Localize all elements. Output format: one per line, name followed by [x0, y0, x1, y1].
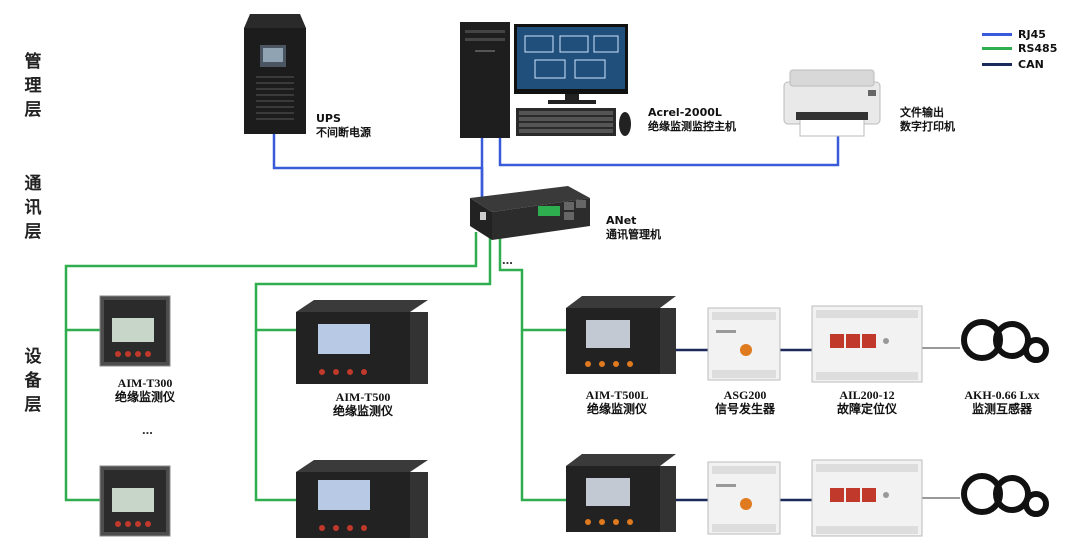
- layer-management-label: 管理层: [22, 50, 44, 122]
- akh-desc: 监测互感器: [971, 402, 1032, 416]
- rs485-bus-2-bottom: [254, 330, 296, 502]
- ail200-desc: 故障定位仪: [836, 402, 897, 416]
- legend: RJ45 RS485 CAN: [982, 27, 1077, 71]
- asg200-desc: 信号发生器: [714, 402, 775, 416]
- ups-desc: 不间断电源: [316, 126, 371, 139]
- layer-label-char: 层: [24, 222, 42, 242]
- ups-link-line: [272, 134, 484, 200]
- host-label: Acrel-2000L 绝缘监测监控主机: [648, 106, 736, 134]
- anet-label: ANet 通讯管理机: [606, 214, 661, 242]
- rs485-bus-3-bottom: [520, 330, 566, 502]
- ups-label: UPS 不间断电源: [316, 112, 371, 140]
- legend-rj45-swatch: [982, 32, 1012, 36]
- asg200-label: ASG200 信号发生器: [700, 388, 790, 416]
- aim-t300-desc: 绝缘监测仪: [114, 390, 175, 404]
- anet-desc: 通讯管理机: [606, 228, 661, 241]
- aim-t500-desc: 绝缘监测仪: [332, 404, 393, 418]
- legend-can-label: CAN: [1018, 57, 1044, 71]
- aim-t300-ellipsis: ...: [142, 422, 153, 437]
- legend-rs485-swatch: [982, 46, 1012, 50]
- aim-t500-name: AIM-T500: [335, 390, 391, 404]
- legend-rj45: RJ45: [982, 27, 1077, 41]
- aim-t500l-desc: 绝缘监测仪: [586, 402, 647, 416]
- host-desc: 绝缘监测监控主机: [648, 120, 736, 133]
- akh-name: AKH-0.66 Lxx: [964, 388, 1040, 402]
- rs485-bus-1-top: [64, 232, 478, 332]
- layer-label-char: 层: [24, 395, 42, 415]
- ail200-label: AIL200-12 故障定位仪: [822, 388, 912, 416]
- aim-t500-label: AIM-T500 绝缘监测仪: [318, 390, 408, 418]
- anet-ellipsis: ...: [502, 252, 513, 267]
- aim-t300-label: AIM-T300 绝缘监测仪: [100, 376, 190, 404]
- printer-label: 文件输出 数字打印机: [900, 106, 955, 134]
- printer-name: 文件输出: [900, 106, 944, 119]
- legend-rj45-label: RJ45: [1018, 27, 1046, 41]
- layer-device-label: 设备层: [22, 345, 44, 417]
- aim-t500l-label: AIM-T500L 绝缘监测仪: [572, 388, 662, 416]
- rs485-bus-2-top: [254, 232, 492, 332]
- layer-communication-label: 通讯层: [22, 172, 44, 244]
- layer-label-char: 理: [24, 76, 42, 96]
- host-name: Acrel-2000L: [648, 106, 722, 119]
- printer-desc: 数字打印机: [900, 120, 955, 133]
- layer-label-char: 设: [24, 347, 42, 367]
- layer-label-char: 通: [24, 174, 42, 194]
- aim-t500l-name: AIM-T500L: [585, 388, 649, 402]
- legend-rs485: RS485: [982, 41, 1077, 55]
- layer-label-char: 管: [24, 52, 42, 72]
- legend-can-swatch: [982, 62, 1012, 66]
- legend-can: CAN: [982, 57, 1077, 71]
- printer-link-line: [498, 136, 840, 167]
- layer-label-char: 备: [24, 371, 42, 391]
- ups-name: UPS: [316, 112, 341, 125]
- ail200-name: AIL200-12: [839, 388, 895, 402]
- anet-name: ANet: [606, 214, 637, 227]
- legend-rs485-label: RS485: [1018, 41, 1058, 55]
- aim-t300-name: AIM-T300: [117, 376, 173, 390]
- layer-label-char: 层: [24, 100, 42, 120]
- akh-label: AKH-0.66 Lxx 监测互感器: [952, 388, 1052, 416]
- rs485-bus-3-top: [498, 232, 566, 332]
- layer-label-char: 讯: [24, 198, 42, 218]
- rs485-bus-1-bottom: [64, 330, 100, 502]
- asg200-name: ASG200: [723, 388, 767, 402]
